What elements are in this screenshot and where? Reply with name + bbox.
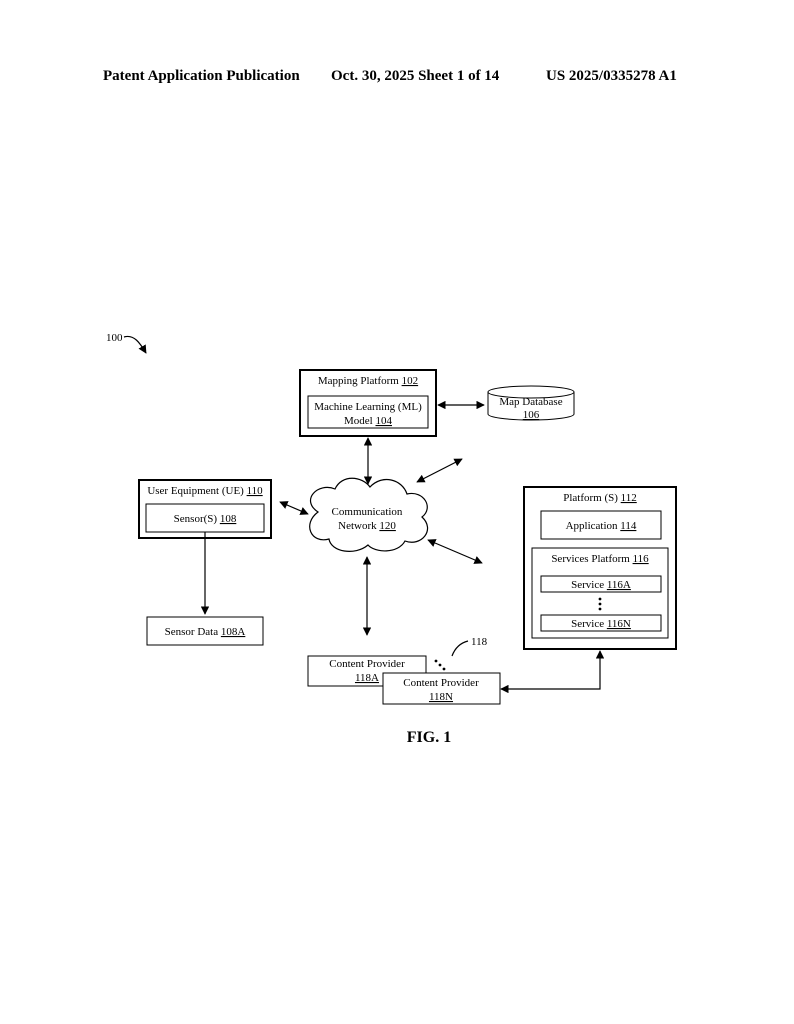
- ue-label: User Equipment (UE): [147, 485, 244, 497]
- content-provider-118a-label: Content Provider: [329, 658, 405, 670]
- svg-text:Sensor Data 108A: Sensor Data 108A: [165, 626, 246, 638]
- service-116n-ref: 116N: [607, 618, 631, 630]
- svg-text:Mapping Platform: Mapping Platform 102: [318, 375, 418, 387]
- arrow-content-provider-platforms: [500, 650, 605, 694]
- mapping-platform-ref: 102: [402, 375, 419, 387]
- svg-text:Network 120: Network 120: [338, 520, 396, 532]
- svg-text:Sensor(S) 108: Sensor(S) 108: [174, 513, 237, 525]
- ref-118-label: 118: [471, 636, 488, 648]
- header-date-sheet: Oct. 30, 2025 Sheet 1 of 14: [331, 68, 500, 84]
- communication-network-cloud: Communication Network 120: [309, 477, 429, 552]
- services-platform-label: Services Platform: [551, 553, 630, 565]
- application-label: Application: [566, 520, 618, 532]
- service-116a-ref: 116A: [607, 579, 631, 591]
- ref-100-label: 100: [106, 332, 123, 344]
- sensor-ref: 108: [220, 513, 237, 525]
- network-label-line1: Communication: [332, 506, 403, 518]
- sensor-label: Sensor(S): [174, 513, 218, 525]
- application-box: [540, 510, 662, 540]
- map-database-label: Map Database: [499, 396, 562, 408]
- network-ref: 120: [379, 520, 396, 532]
- arrow-network-platforms: [427, 539, 483, 564]
- service-116a-label: Service: [571, 579, 604, 591]
- services-platform-ref: 116: [633, 553, 650, 565]
- mapping-platform-box: Mapping Platform 102 Machine Learning (M…: [299, 369, 437, 437]
- sensor-data-box: Sensor Data 108A: [146, 616, 264, 646]
- platforms-box: Platform (S) 112 Application 114 Service…: [523, 486, 677, 650]
- content-provider-ellipsis-dots: [434, 659, 446, 671]
- arrow-ue-network: [279, 501, 309, 515]
- ml-model-ref: 104: [375, 415, 392, 427]
- mapping-platform-label: Mapping Platform: [318, 375, 399, 387]
- map-database-ref: 106: [523, 409, 540, 421]
- content-provider-118a-ref: 118A: [355, 672, 379, 684]
- content-provider-118n-ref: 118N: [429, 691, 453, 703]
- ml-model-label-line2: Model: [344, 415, 373, 427]
- ml-model-box: [307, 395, 429, 429]
- network-label-line2: Network: [338, 520, 377, 532]
- sensor-box: [145, 503, 265, 533]
- service-116n-label: Service: [571, 618, 604, 630]
- svg-text:Service 116N: Service 116N: [571, 618, 631, 630]
- sensor-data-ref: 108A: [221, 626, 246, 638]
- service-116n-box: [540, 614, 662, 632]
- svg-text:Platform (S) 112: Platform (S) 112: [563, 492, 637, 504]
- ref-118-leader: [451, 640, 469, 657]
- header-patent-number: US 2025/0335278 A1: [546, 68, 677, 84]
- ref-100-arrow: [123, 335, 147, 354]
- svg-text:Application 114: Application 114: [566, 520, 637, 532]
- header-publication: Patent Application Publication: [103, 68, 300, 84]
- service-116a-box: [540, 575, 662, 593]
- arrow-network-upper-right: [416, 458, 463, 483]
- ml-model-label-line1: Machine Learning (ML): [314, 401, 422, 413]
- figure-caption: FIG. 1: [407, 729, 451, 746]
- svg-text:User Equipment (UE): User Equipment (UE) 110: [147, 485, 263, 497]
- ue-ref: 110: [247, 485, 264, 497]
- platforms-label: Platform (S): [563, 492, 618, 504]
- application-ref: 114: [620, 520, 637, 532]
- svg-text:Services Platform: Services Platform 116: [551, 553, 649, 565]
- user-equipment-box: User Equipment (UE) 110 Sensor(S) 108: [138, 479, 272, 539]
- svg-text:Model 104: Model 104: [344, 415, 392, 427]
- content-provider-118n-label: Content Provider: [403, 677, 479, 689]
- sensor-data-label: Sensor Data: [165, 626, 219, 638]
- platforms-ref: 112: [621, 492, 637, 504]
- svg-text:Service 116A: Service 116A: [571, 579, 631, 591]
- service-ellipsis-dots: [598, 597, 602, 611]
- map-database-cylinder: Map Database 106: [487, 385, 575, 421]
- content-provider-118n-box: Content Provider 118N: [382, 672, 501, 705]
